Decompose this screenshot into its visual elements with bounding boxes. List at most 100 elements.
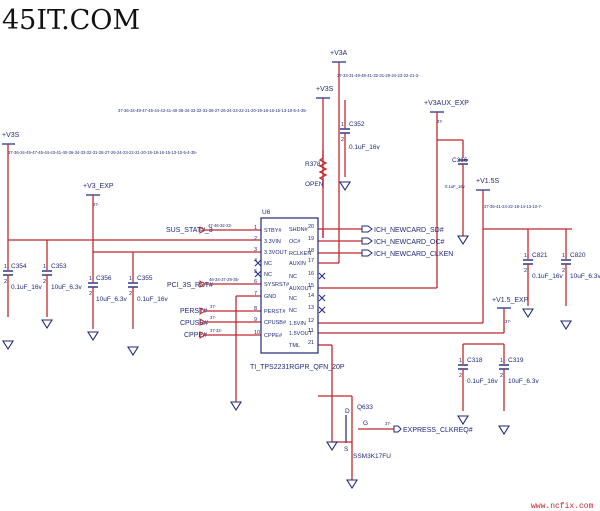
ic-part: TI_TPS2231RGPR_QFN_20P [250, 364, 345, 371]
port-newcard-clken [361, 249, 373, 257]
cap-pin2: 2 [89, 291, 92, 297]
cap-pin1: 1 [562, 253, 565, 259]
cap-pin1: 1 [4, 264, 7, 270]
net-label-clkreq: EXPRESS_CLKREQ# [403, 427, 473, 434]
arrow-cppe [199, 331, 206, 339]
ic-pin-num: 10 [254, 330, 260, 336]
ic-left-pins: STBY#13.3VIN23.3VOUT3NC4NC5SYSRST#6GND7P… [254, 225, 326, 339]
page-ref-v3a: 37-33-31-49-48-41-32-31-29-24-23-22-21-3… [337, 73, 420, 78]
cap-pin1: 1 [43, 264, 46, 270]
ic-pin-num: 6 [254, 279, 257, 285]
cap-ref: C355 [137, 275, 153, 282]
page-ref-v3s-left: 37-36-34-49-47-45-44-43-41-40-36-34-33-3… [8, 150, 198, 155]
cap-pin1: 1 [341, 122, 344, 128]
watermark-logo: 45IT.COM [2, 5, 140, 36]
ic-pin-name: OC# [289, 239, 301, 245]
cap-value: 0.1uF_16v [532, 273, 563, 280]
cap-pin2: 2 [4, 279, 7, 285]
net-newcard-sd: ICH_NEWCARD_SD# [361, 225, 444, 234]
ic-pin-name: SHDN# [289, 227, 309, 233]
ic-pin-num: 16 [308, 271, 314, 277]
ic-pin-num: 2 [254, 236, 257, 242]
net-label-sus-stat: SUS_STAT#_3 [166, 227, 213, 234]
ic-pin-name: CPUSB# [264, 320, 287, 326]
ground-symbol [41, 319, 53, 330]
ic-pin-name: PERST# [264, 309, 286, 315]
ic-pin-name: 3.3VIN [264, 239, 281, 245]
net-label-newcard-oc: ICH_NEWCARD_OC# [374, 239, 445, 246]
ground-symbol [326, 441, 338, 452]
power-v3a: +V3A 37-33-31-49-48-41-32-31-29-24-23-22… [330, 50, 420, 228]
nc-marker [318, 306, 326, 314]
net-cppe: CPPE# 37-32- [184, 328, 223, 339]
page-ref-v1-5-exp: 37- [505, 319, 512, 324]
cap-value: 10uF_6.3v [570, 273, 600, 280]
net-label-cppe: CPPE# [184, 332, 207, 339]
ic-pin-name: SYSRST# [264, 282, 290, 288]
q633-ref: Q633 [357, 404, 373, 411]
r378-ref: R378 [305, 161, 321, 168]
arrow-sus-stat [199, 226, 206, 234]
port-newcard-oc [361, 237, 373, 245]
ic-body [260, 217, 319, 354]
q633-pin-s: S [344, 446, 349, 453]
net-label-perst: PERST# [180, 308, 207, 315]
q633-pin-d: D [345, 408, 350, 415]
cap-pin2: 2 [562, 268, 565, 274]
power-label-v3a: +V3A [330, 50, 348, 57]
net-pci-rst: PCI_3S_RST# 46-34-37-29-35- [167, 277, 240, 289]
ground-symbol [230, 401, 242, 412]
ic-pin-num: 18 [308, 248, 314, 254]
ic-pin-name: AUXIN [289, 261, 306, 267]
cap-ref: C316 [452, 157, 468, 164]
ground-symbol [346, 479, 358, 490]
ic-pin-name: 3.3VOUT [264, 250, 288, 256]
resistor-r378-symbol [318, 150, 328, 188]
cap-ref: C354 [11, 263, 27, 270]
ic-pin-name: NC [264, 272, 272, 278]
net-newcard-clken: ICH_NEWCARD_CLKEN [361, 249, 453, 258]
page-ref-v3-exp: 37- [93, 202, 100, 207]
nc-marker [318, 294, 326, 302]
page-ref-sus-stat: 47-46-32-22- [208, 223, 233, 228]
cap-ref: C820 [570, 252, 586, 259]
cap-value: 10uF_6.3v [508, 378, 539, 385]
ground-symbol [498, 425, 510, 436]
power-label-v1-5-exp: +V1.5_EXP [492, 297, 529, 304]
ground-symbol [457, 415, 469, 426]
cap-ref: C318 [467, 357, 483, 364]
ic-pin-num: 20 [308, 224, 314, 230]
power-v3aux-exp: +V3AUX_EXP 37- [424, 100, 469, 288]
ic-pin-num: 3 [254, 247, 257, 253]
net-cpusb: CPUSB# 37- [180, 315, 217, 327]
cap-ref: C821 [532, 252, 548, 259]
transistor-q633: Q633 SSM3K17FU D G S EXPRESS_CLKREQ# 37- [318, 395, 473, 480]
cap-value: 0.1uF_16v [467, 378, 498, 385]
cap-ref: C319 [508, 357, 524, 364]
cap-value: 0.1uF_16v [445, 184, 466, 189]
ground-symbol [339, 181, 351, 192]
cap-ref: C353 [51, 263, 67, 270]
power-v1-5s: +V1.5S 37-35-41-24-22-18-14-13-10-7- [476, 178, 543, 312]
watermark-footer: www.ncfix.com [531, 502, 594, 511]
cap-value: 0.1uF_16v [349, 144, 380, 151]
ic-pin-name: GND [264, 294, 276, 300]
cap-value: 10uF_6.3v [96, 296, 127, 303]
cap-pin2: 2 [459, 373, 462, 379]
ic-pin-num: 13 [308, 305, 314, 311]
cap-pin2: 2 [43, 279, 46, 285]
arrow-cpusb [199, 318, 206, 326]
net-label-newcard-clken: ICH_NEWCARD_CLKEN [374, 251, 453, 258]
net-label-pci-rst: PCI_3S_RST# [167, 282, 213, 289]
arrow-perst [199, 307, 206, 315]
ic-pin-name: TML [289, 343, 300, 349]
power-v3-exp: +V3_EXP 37- [83, 183, 114, 252]
ground-symbol [87, 331, 99, 342]
ic-ref: U6 [262, 209, 271, 216]
ic-pin-num: 9 [254, 317, 257, 323]
cap-pin1: 1 [500, 358, 503, 364]
power-label-v1-5s: +V1.5S [476, 178, 499, 185]
ic-pin-num: 15 [308, 283, 314, 289]
ground-symbol [522, 308, 534, 319]
